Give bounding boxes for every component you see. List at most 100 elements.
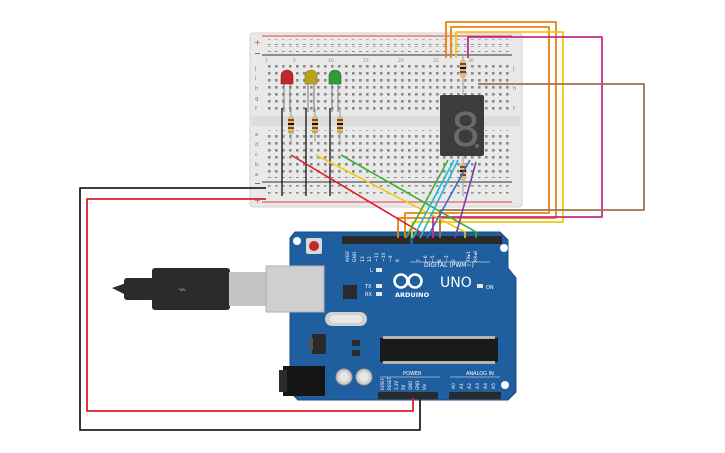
usb-chip [343,285,357,299]
digital-pin-labels: AREF GND 13 12 ~11 ~10 ~9 8 7 ~6 ~5 4 ~3… [345,250,479,263]
column-number: 25 [433,58,439,64]
power-pin-labels: IOREF RESET 3.3V 5V GND GND Vin [380,377,427,390]
pin-label: GND [415,381,420,390]
analog-pin-labels: A0 A1 A2 A3 A4 A5 [451,383,497,389]
wire-green-display[interactable] [405,159,449,239]
pin-label: A3 [475,383,481,389]
column-number: 5 [293,58,296,64]
wire-cyan-display[interactable] [412,159,455,239]
rx-label: RX [365,292,372,298]
resistor[interactable] [288,108,294,142]
pin-label: ~9 [388,255,394,262]
wire-cyan-display[interactable] [419,159,459,239]
pin-label: A5 [491,383,497,389]
wire-red-5v[interactable] [86,198,414,412]
pin-label: A0 [451,383,457,389]
center-gutter [252,116,520,126]
column-number: 10 [328,58,334,64]
row-letter: h [513,86,517,92]
red-led[interactable] [280,69,294,112]
voltage-regulator [312,334,326,354]
display-resistor-top[interactable] [460,54,466,96]
wire-purple-display[interactable] [454,161,477,239]
led-group [280,69,343,196]
arduino-uno[interactable]: AREF GND 13 12 ~11 ~10 ~9 8 7 ~6 ~5 4 ~3… [279,231,517,401]
resistor-band [312,119,318,121]
pin-label: 3.3V [394,381,399,390]
bottom-rail-minus-sign: − [254,179,261,188]
wires [79,21,645,431]
crystal-inner [330,315,362,323]
aref-label: AREF [345,250,351,262]
wire-yellow-led[interactable] [315,154,466,238]
wire-yellow[interactable] [411,31,564,238]
resistor[interactable] [312,108,318,142]
microcontroller-chip [380,336,498,364]
pin-label: ~5 [430,255,436,262]
resistor-band [337,119,343,121]
usb-cable-head [152,268,230,310]
wire-orange[interactable] [404,26,550,238]
row-letter: b [255,162,259,168]
bottom-rail-holes-1 [264,185,510,191]
resistor-band [288,131,294,133]
top-row-letters: j i h g f j h f [254,66,517,112]
row-letter: f [513,106,516,112]
pin-label: A4 [483,383,489,389]
resistor-band [288,127,294,129]
wire-red-led[interactable] [290,154,421,238]
reset-button[interactable] [309,241,319,251]
display-body [440,95,484,156]
digital-header-right [413,236,502,244]
smd-part [352,340,360,346]
usb-cable[interactable]: ⌁ [112,265,325,313]
pin-label: A2 [467,383,473,389]
resistor-band [337,127,343,129]
resistor-band [337,131,343,133]
wire-blue-display[interactable] [426,159,471,239]
mounting-hole [501,381,509,389]
resistor-band [312,127,318,129]
chip-socket [380,338,498,362]
pin-label: RESET [387,377,392,390]
seven-segment-display[interactable]: 8 [440,54,484,196]
pin-label: 8 [395,259,401,262]
display-dot [475,144,479,148]
wire-green-led[interactable] [340,154,477,238]
pin-label: IOREF [380,377,385,390]
usb-cable-boot [124,278,154,300]
digital-label: DIGITAL (PWM~) [424,262,474,269]
top-rail-plus-sign: + [254,38,261,47]
mounting-hole [500,244,508,252]
resistor[interactable] [337,108,343,142]
pin-label: GND [408,381,413,390]
usb-icon: ⌁ [178,282,186,298]
yellow-led[interactable] [304,69,318,112]
led-body [280,69,294,85]
resistor-band [460,63,466,65]
resistor-band [460,174,466,176]
resistor-band [312,123,318,125]
pin-label: ~3 [444,255,450,262]
column-number: 30 [468,58,474,64]
pin-label: ~10 [381,252,387,262]
green-led[interactable] [328,69,342,112]
pin-label: 12 [367,256,373,262]
wire-magenta[interactable] [432,36,603,238]
wire-orange[interactable] [397,21,557,238]
chip-pins-top [383,336,495,339]
l-label: L [370,268,373,274]
wire-black-gnd[interactable] [79,187,421,431]
brand-text: ARDUINO [395,291,430,299]
row-letter: e [255,132,259,138]
bottom-rail-holes-2 [264,192,510,198]
resistor-band [288,123,294,125]
row-letter: g [255,96,259,102]
pin-label: 2 [451,259,457,262]
chip-pins-bottom [383,361,495,364]
power-jack[interactable] [283,366,325,396]
capacitor-top [339,372,349,382]
pin-label: Vin [422,383,427,390]
row-letter: j [512,66,515,72]
top-rail-holes-2 [264,46,510,52]
